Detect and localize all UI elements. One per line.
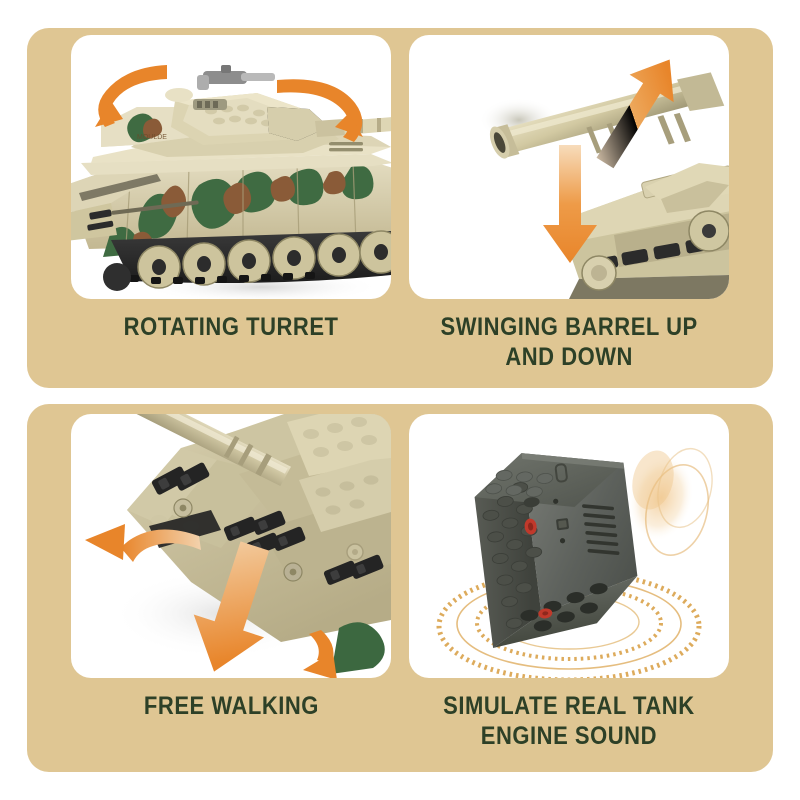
sound-emission-glow <box>628 447 713 557</box>
feature-engine-sound: SIMULATE REAL TANK ENGINE SOUND <box>409 414 729 751</box>
arrow-down <box>543 145 597 263</box>
tank-rotating-turret-illustration: MOULDE <box>71 65 391 299</box>
sound-module-photo <box>409 414 729 678</box>
curved-arrow-left <box>95 65 167 127</box>
tank-rotating-turret-photo: MOULDE <box>71 35 391 299</box>
arrow-left <box>85 524 201 562</box>
feature-swinging-barrel: SWINGING BARREL UP AND DOWN <box>409 35 729 372</box>
svg-text:MOULDE: MOULDE <box>137 134 167 141</box>
tank-barrel-elevation-photo <box>409 35 729 299</box>
caption-swinging-barrel: SWINGING BARREL UP AND DOWN <box>440 313 698 371</box>
panel-bottom: FREE WALKING <box>27 404 773 772</box>
curved-arrow-bottom-right <box>303 630 337 678</box>
arrow-up <box>596 59 674 169</box>
caption-engine-sound: SIMULATE REAL TANK ENGINE SOUND <box>443 692 695 750</box>
sound-module-illustration <box>436 447 713 678</box>
curved-arrow-right <box>277 79 363 142</box>
panel-top: MOULDE <box>27 28 773 388</box>
feature-free-walking: FREE WALKING <box>71 414 391 751</box>
caption-rotating-turret: ROTATING TURRET <box>123 313 339 341</box>
panel-top-cards: MOULDE <box>27 35 773 372</box>
caption-free-walking: FREE WALKING <box>143 692 319 720</box>
tank-free-walking-photo <box>71 414 391 678</box>
arrow-down <box>193 541 270 672</box>
panel-bottom-cards: FREE WALKING <box>27 414 773 751</box>
tank-barrel-elevation-illustration <box>479 59 729 299</box>
tank-free-walking-illustration <box>85 414 391 678</box>
feature-rotating-turret: MOULDE <box>71 35 391 372</box>
